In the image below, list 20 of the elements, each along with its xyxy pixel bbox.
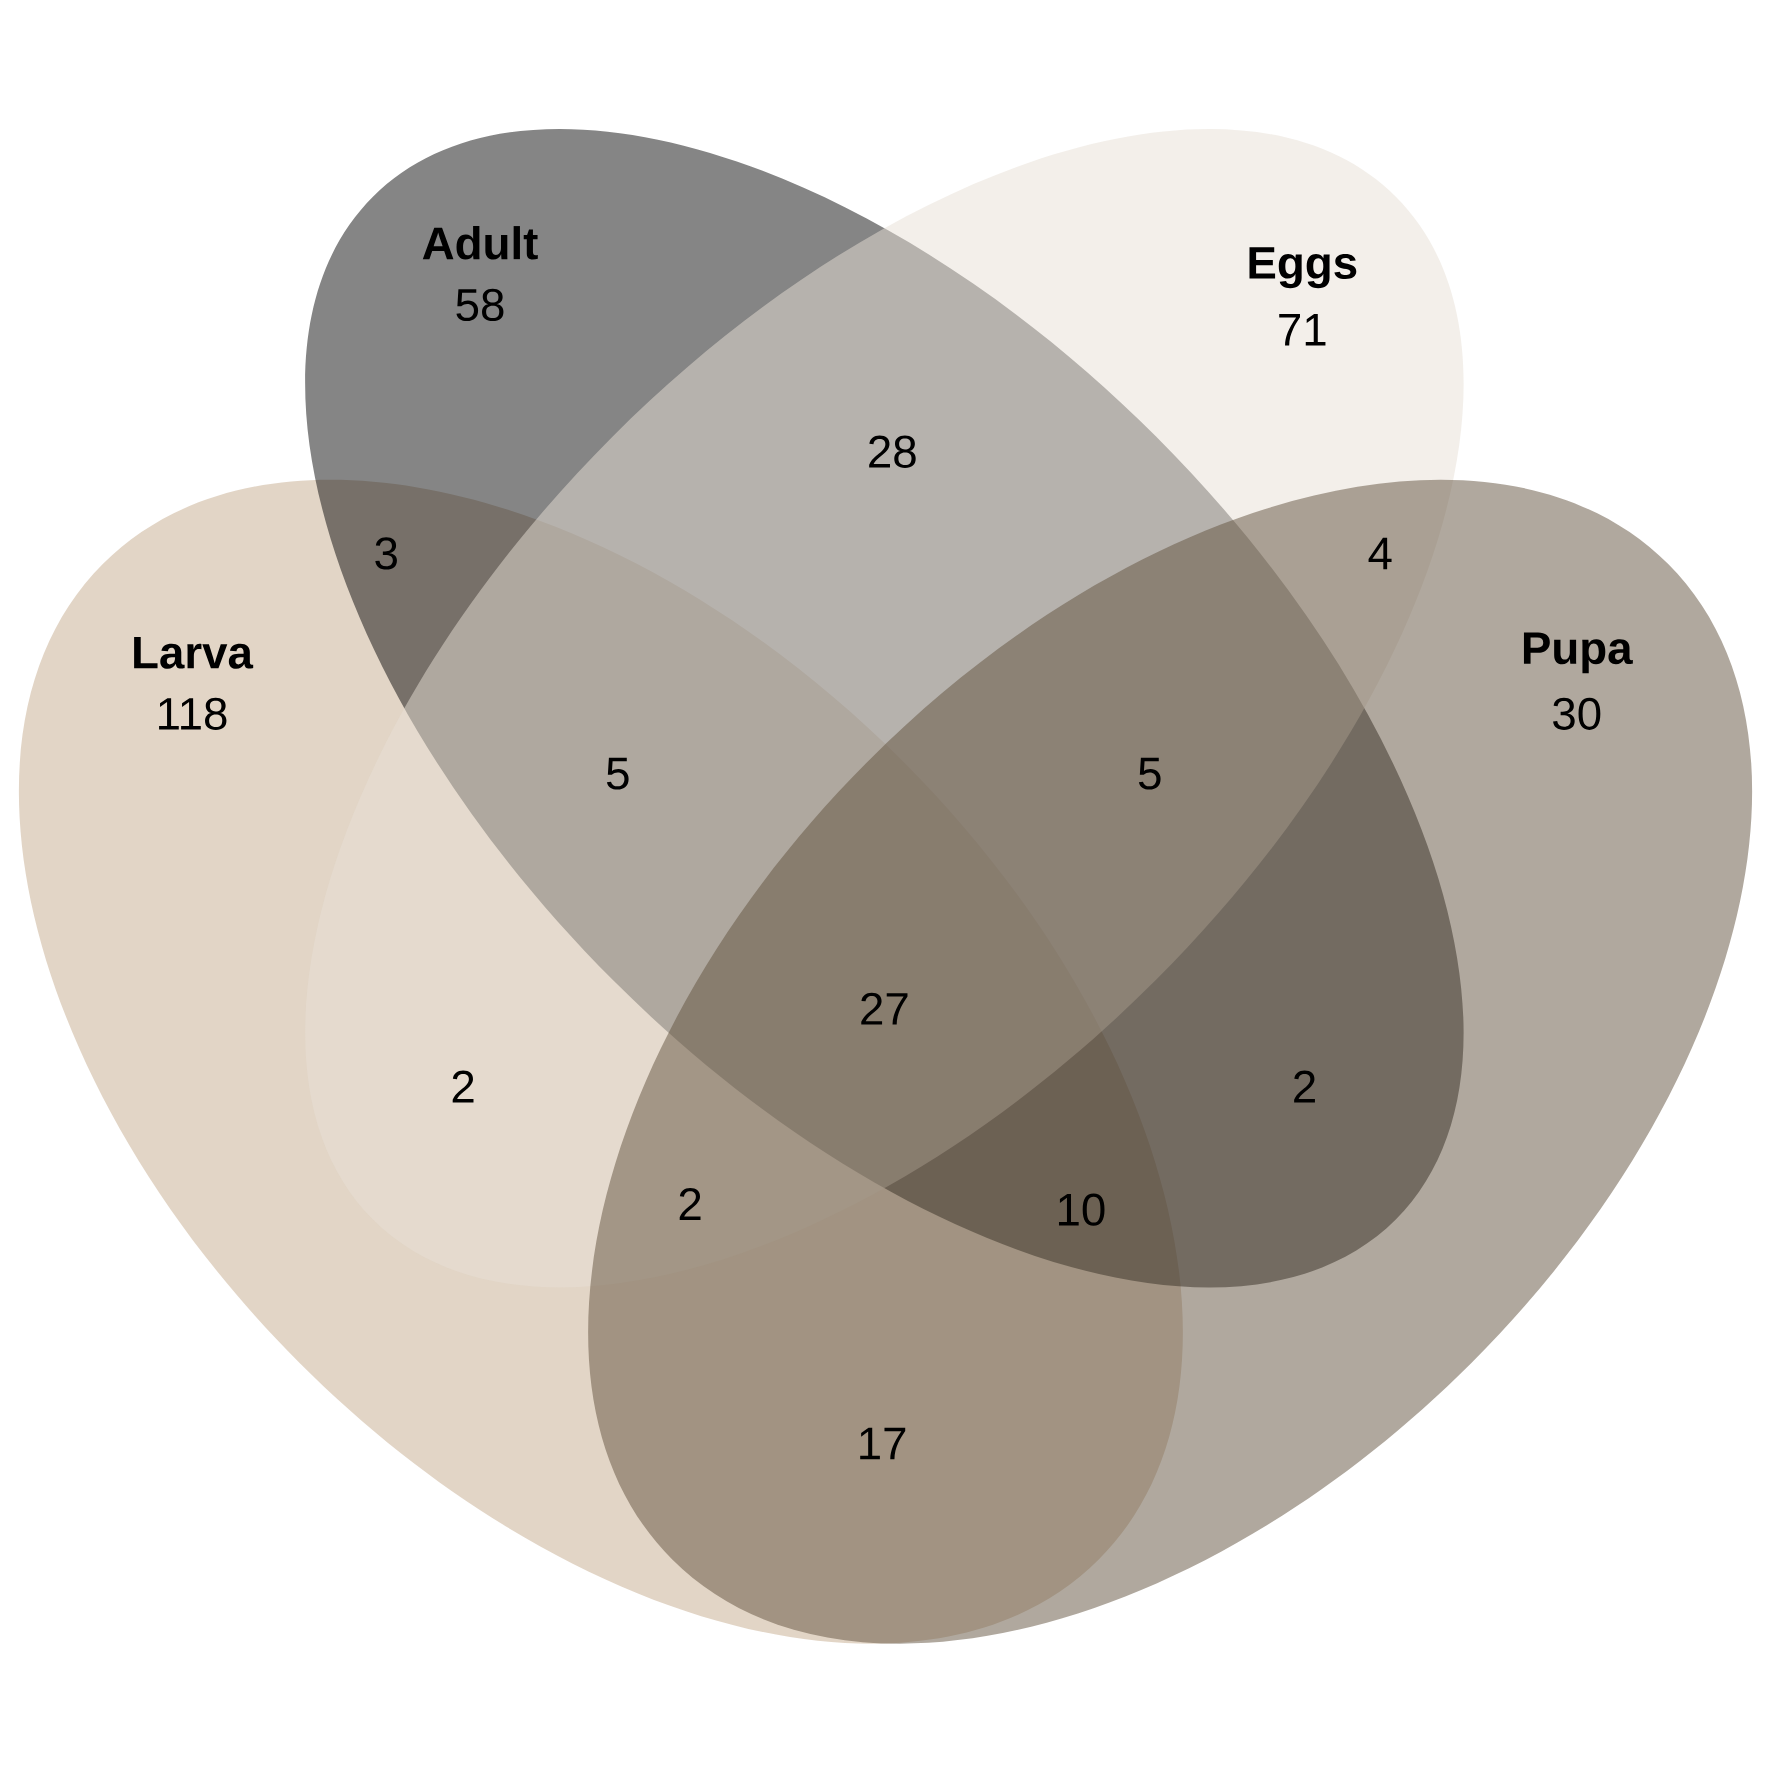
set-ellipse [305, 129, 1464, 1287]
count-label: 30 [1553, 697, 1601, 730]
set-name: Pupa [1523, 632, 1633, 674]
count-label: 2 [679, 1188, 701, 1220]
count-label: 3 [375, 537, 397, 570]
set-name: Eggs [1249, 247, 1357, 289]
count-label: 5 [606, 757, 629, 790]
count-label: 71 [1279, 314, 1326, 346]
count-label: 4 [1368, 537, 1392, 570]
set-name: Adult [422, 226, 538, 260]
count-label: 2 [452, 1070, 474, 1103]
count-label: 118 [159, 697, 227, 730]
count-label: 28 [869, 435, 916, 468]
count-label: 2 [1294, 1070, 1315, 1103]
count-label: 17 [860, 1427, 906, 1460]
count-label: 5 [1138, 757, 1161, 790]
count-label: 27 [861, 992, 908, 1025]
count-label: 58 [456, 288, 504, 322]
set-name: Larva [134, 636, 254, 669]
count-label: 10 [1059, 1193, 1105, 1226]
